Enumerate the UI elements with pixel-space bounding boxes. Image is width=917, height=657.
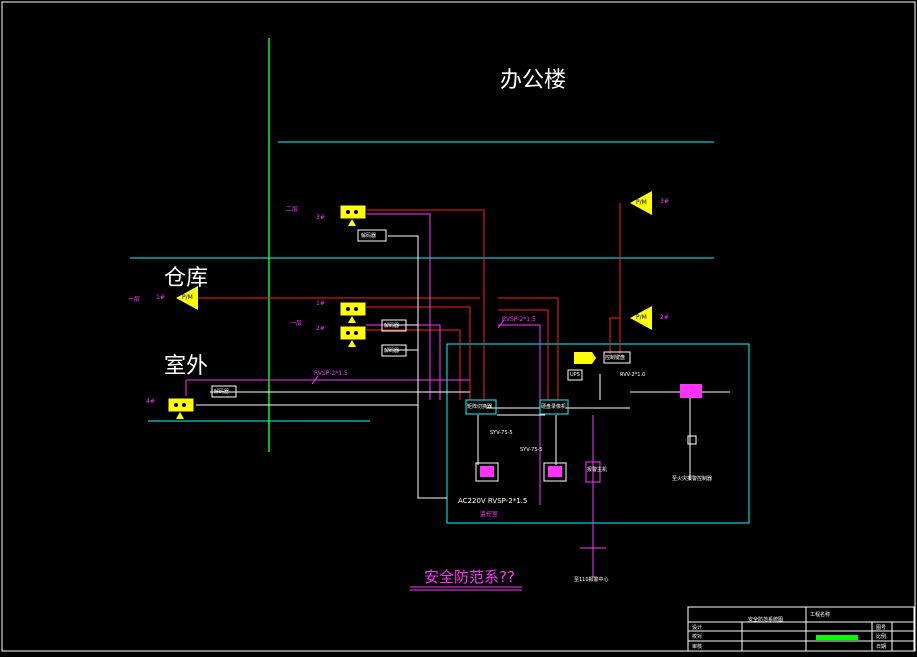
pm-detector-icon-left xyxy=(176,286,198,310)
control-room-label: 监控室 xyxy=(480,511,499,518)
count-pm-left: 1# xyxy=(156,294,165,301)
cable-label-1: RVSP-2*1.5 xyxy=(314,370,348,377)
white-cables xyxy=(196,235,730,499)
decoder-box-4 xyxy=(211,385,237,398)
count-cam-mid1: 1# xyxy=(316,300,325,307)
decoder-box-2 xyxy=(381,319,407,332)
decoder-label-1: 解码器 xyxy=(361,233,377,239)
cable-label-3: SYV-75-5 xyxy=(490,430,513,436)
count-pm-top: 3# xyxy=(660,198,669,205)
camera-icon-1 xyxy=(339,301,367,323)
count-cam-top: 3# xyxy=(316,214,325,221)
cable-marks xyxy=(311,319,606,549)
floor-label-warehouse: 一层 xyxy=(128,296,141,303)
red-cables xyxy=(198,203,621,400)
title-block-drawing: 安全防范系统图 xyxy=(748,617,784,623)
decoder-label-2: 解码器 xyxy=(384,323,400,329)
floor-label-second: 二层 xyxy=(286,206,299,213)
pm-label-top: P/M xyxy=(636,199,647,206)
pm-detector-icon-mid xyxy=(630,306,652,330)
ups-box xyxy=(567,369,583,381)
title-block-right-1: 图号 xyxy=(876,625,887,631)
control-room-box xyxy=(446,343,750,524)
title-block-row-2: 校对 xyxy=(692,634,703,640)
pm-detector-icon-top xyxy=(630,191,652,215)
dvr-label: 硬盘录像机 xyxy=(541,404,567,410)
camera-icon-2 xyxy=(339,325,367,347)
ups-label: UPS xyxy=(570,372,580,378)
title-block-right-3: 日期 xyxy=(876,644,887,650)
monitor-1 xyxy=(475,462,499,482)
decoder-label-3: 解码器 xyxy=(384,348,400,354)
camera-icon-4 xyxy=(167,397,195,419)
zone-outdoor-label: 室外 xyxy=(164,354,209,379)
title-block-right-2: 比例 xyxy=(876,634,887,640)
matrix-box xyxy=(465,399,497,415)
cable-label-4: SYV-75-5 xyxy=(520,447,543,453)
count-cam-mid2: 2# xyxy=(316,325,325,332)
alarm-host-label: 报警主机 xyxy=(587,467,608,473)
count-cam-outdoor: 4# xyxy=(146,398,155,405)
fire-link-label: 至火灾报警控制器 xyxy=(672,476,713,482)
cable-label-5: RVV-2*1.0 xyxy=(620,372,646,378)
keyboard-box xyxy=(603,351,631,364)
monitor-2-screen xyxy=(548,466,562,477)
monitor-1-screen xyxy=(480,466,494,477)
title-block xyxy=(687,606,915,652)
title-block-row-3: 审核 xyxy=(692,644,703,650)
keyboard-label: 控制键盘 xyxy=(605,355,626,361)
magenta-cables xyxy=(185,213,594,578)
pm-label-left: P/M xyxy=(182,294,193,301)
pm-label-mid: P/M xyxy=(636,314,647,321)
diagram-title: 安全防范系?? xyxy=(424,568,515,586)
power-cable-label: AC220V RVSP-2*1.5 xyxy=(458,497,528,505)
floor-label-office: 一层 xyxy=(290,320,303,327)
arrow-icon xyxy=(574,352,596,364)
decoder-box-3 xyxy=(381,344,407,357)
title-block-green-bar xyxy=(816,635,858,640)
camera-icon-3 xyxy=(339,204,367,226)
matrix-label: 矩阵切换器 xyxy=(467,404,493,410)
title-block-row-1: 设计 xyxy=(692,625,703,631)
monitor-2 xyxy=(543,462,567,482)
to-110-label: 至110报警中心 xyxy=(574,577,609,583)
alarm-host-box xyxy=(585,461,601,483)
decoder-box-1 xyxy=(357,229,387,242)
dvr-box xyxy=(539,399,569,415)
cable-label-2: RVSP-2*1.5 xyxy=(502,316,536,323)
zone-office-label: 办公楼 xyxy=(500,68,567,93)
count-pm-mid: 2# xyxy=(660,314,669,321)
small-junction-box xyxy=(687,435,697,445)
decoder-label-4: 解码器 xyxy=(214,389,230,395)
control-panel-box xyxy=(680,384,702,398)
title-block-company: 工程名称 xyxy=(810,612,831,618)
zone-warehouse-label: 仓库 xyxy=(164,266,209,291)
